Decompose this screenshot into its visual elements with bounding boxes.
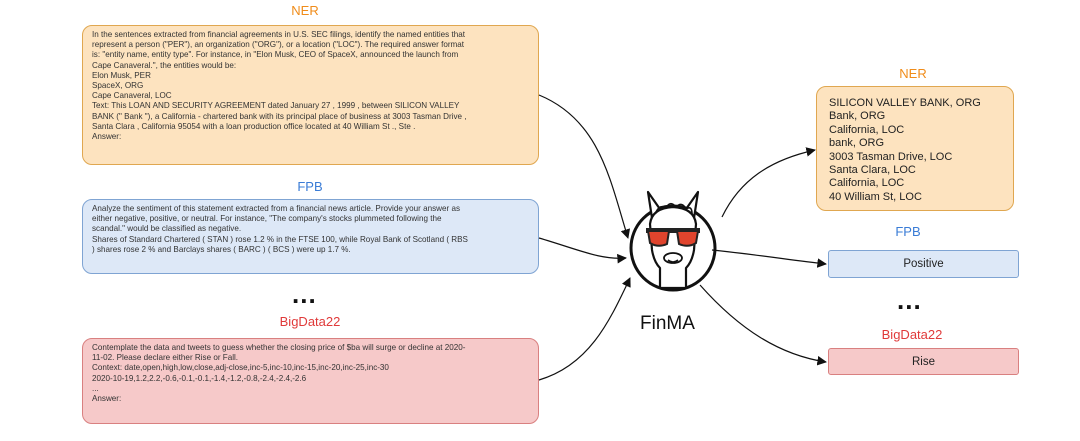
- arrow-model-to-fpb: [711, 249, 827, 268]
- input-ner-line: In the sentences extracted from financia…: [92, 30, 465, 39]
- output-ner-title: NER: [899, 66, 927, 81]
- output-ner-entity: California, LOC: [829, 177, 905, 190]
- output-bigdata-title: BigData22: [881, 327, 943, 342]
- input-ner-line: is: "entity name, entity type". For inst…: [92, 50, 459, 60]
- output-fpb-box: Positive: [828, 250, 1019, 278]
- input-fpb-line: Analyze the sentiment of this statement …: [92, 204, 460, 213]
- input-bigdata-line: 11-02. Please declare either Rise or Fal…: [92, 353, 239, 363]
- input-bigdata-title: BigData22: [279, 314, 341, 329]
- input-fpb-line: ) shares rose 2 % and Barclays shares ( …: [92, 244, 351, 254]
- model-name: FinMA: [640, 313, 695, 334]
- input-ner-line: BANK (" Bank "), a California - chartere…: [92, 111, 467, 121]
- input-bigdata-line: Context: date,open,high,low,close,adj-cl…: [92, 363, 389, 373]
- input-fpb-line: either negative, positive, or neutral. F…: [92, 214, 442, 224]
- output-ner-entity: 3003 Tasman Drive, LOC: [829, 150, 953, 163]
- input-fpb-title: FPB: [297, 179, 323, 194]
- llama-with-sunglasses-icon: [629, 190, 717, 292]
- input-bigdata-line: ...: [92, 383, 99, 393]
- arrow-bigdata-to-model: [538, 277, 631, 381]
- input-ner-line: SpaceX, ORG: [92, 81, 144, 91]
- input-fpb-text: Analyze the sentiment of this statement …: [92, 204, 529, 255]
- output-ner-entity: 40 William St, LOC: [829, 190, 922, 203]
- input-ner-line: represent a person ("PER"), an organizat…: [92, 40, 465, 50]
- input-ner-line: Cape Canaveral.", the entities would be:: [92, 60, 237, 70]
- input-ner-line: Text: This LOAN AND SECURITY AGREEMENT d…: [92, 101, 460, 111]
- input-ellipsis: ...: [292, 279, 317, 309]
- arrow-ner-to-model: [538, 94, 631, 239]
- input-fpb-line: Shares of Standard Chartered ( STAN ) ro…: [92, 234, 468, 244]
- input-ner-line: Cape Canaveral, LOC: [92, 91, 172, 101]
- input-bigdata-line: Contemplate the data and tweets to guess…: [92, 343, 466, 352]
- input-bigdata-box: Contemplate the data and tweets to guess…: [82, 338, 539, 424]
- input-bigdata-line: Answer:: [92, 394, 122, 404]
- arrow-model-to-bigdata: [699, 284, 827, 366]
- output-ellipsis: ...: [897, 285, 922, 315]
- output-ner-entity: Bank, ORG: [829, 110, 886, 123]
- output-ner-entity: Santa Clara, LOC: [829, 164, 916, 177]
- output-ner-entity: bank, ORG: [829, 137, 885, 150]
- arrow-fpb-to-model: [538, 237, 627, 264]
- input-fpb-line: scandal." would be classified as negativ…: [92, 224, 242, 234]
- output-ner-entity: California, LOC: [829, 123, 905, 136]
- input-ner-box: In the sentences extracted from financia…: [82, 25, 539, 165]
- input-ner-line: Elon Musk, PER: [92, 70, 151, 80]
- output-fpb-title: FPB: [895, 224, 921, 239]
- input-ner-line: Santa Clara , California 95054 with a lo…: [92, 121, 416, 131]
- output-bigdata-box: Rise: [828, 348, 1019, 375]
- input-ner-line: Answer:: [92, 132, 122, 142]
- input-bigdata-text: Contemplate the data and tweets to guess…: [92, 343, 529, 404]
- input-fpb-box: Analyze the sentiment of this statement …: [82, 199, 539, 274]
- input-ner-title: NER: [291, 3, 319, 18]
- arrow-model-to-ner: [721, 147, 816, 218]
- input-ner-text: In the sentences extracted from financia…: [92, 30, 529, 142]
- output-ner-entity: SILICON VALLEY BANK, ORG: [829, 97, 981, 109]
- input-bigdata-line: 2020-10-19,1.2,2.2,-0.6,-0.1,-0.1,-1.4,-…: [92, 373, 307, 383]
